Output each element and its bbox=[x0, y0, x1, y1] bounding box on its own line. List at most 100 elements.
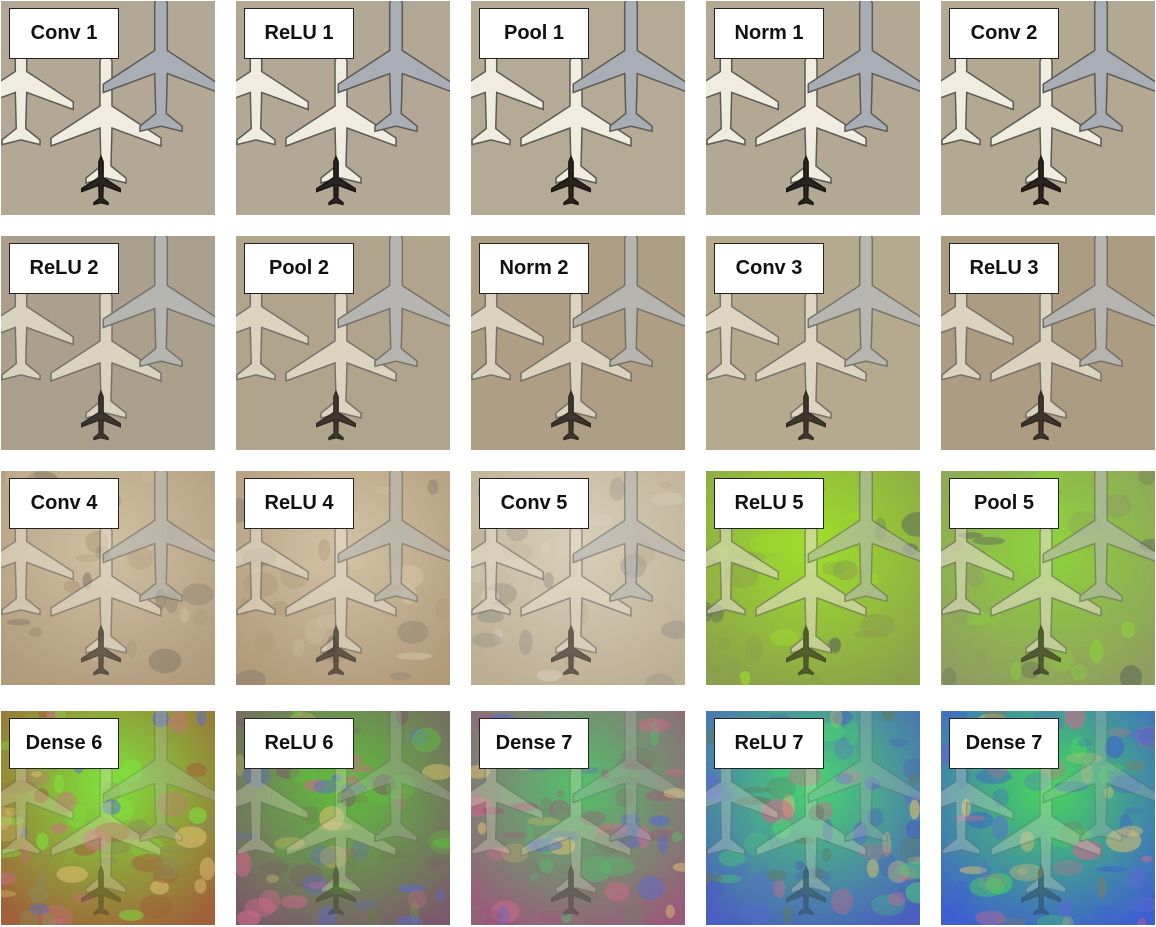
texture-blotch bbox=[236, 831, 260, 842]
layer-label: Dense 7 bbox=[949, 718, 1059, 769]
texture-blotch bbox=[841, 769, 862, 784]
texture-blotch bbox=[352, 727, 361, 734]
texture-blotch bbox=[102, 799, 121, 815]
airplane-shape bbox=[807, 1, 920, 133]
texture-blotch bbox=[909, 799, 920, 820]
airplane-shape bbox=[337, 1, 450, 133]
texture-blotch bbox=[773, 879, 786, 899]
texture-blotch bbox=[794, 837, 816, 845]
texture-blotch bbox=[395, 785, 407, 811]
texture-blotch bbox=[797, 891, 808, 907]
layer-label: ReLU 4 bbox=[244, 478, 354, 529]
texture-blotch bbox=[976, 650, 987, 670]
texture-blotch bbox=[527, 838, 563, 852]
texture-blotch bbox=[1077, 738, 1093, 748]
texture-blotch bbox=[829, 637, 842, 654]
texture-blotch bbox=[910, 835, 920, 845]
texture-blotch bbox=[853, 821, 868, 845]
texture-blotch bbox=[354, 899, 378, 911]
texture-blotch bbox=[159, 845, 188, 854]
texture-blotch bbox=[536, 669, 562, 682]
texture-blotch bbox=[558, 919, 587, 925]
texture-blotch bbox=[905, 882, 920, 904]
texture-blotch bbox=[867, 808, 884, 827]
texture-blotch bbox=[665, 904, 675, 919]
texture-blotch bbox=[881, 711, 896, 722]
texture-blotch bbox=[157, 791, 188, 817]
texture-blotch bbox=[319, 805, 345, 831]
texture-blotch bbox=[120, 759, 142, 783]
texture-blotch bbox=[1064, 711, 1086, 730]
texture-blotch bbox=[975, 768, 1012, 785]
texture-blotch bbox=[492, 628, 504, 642]
airplane-shape bbox=[1021, 154, 1061, 206]
texture-blotch bbox=[501, 843, 529, 863]
texture-blotch bbox=[853, 630, 878, 638]
texture-blotch bbox=[66, 804, 87, 828]
texture-blotch bbox=[882, 831, 892, 857]
airplane-shape bbox=[520, 753, 632, 894]
texture-blotch bbox=[901, 512, 920, 537]
texture-blotch bbox=[579, 856, 611, 883]
layer-label: Pool 1 bbox=[479, 8, 589, 59]
airplane-shape bbox=[102, 471, 215, 603]
texture-blotch bbox=[237, 910, 261, 925]
airplane-shape bbox=[337, 711, 450, 843]
texture-blotch bbox=[1138, 471, 1155, 486]
texture-blotch bbox=[1120, 665, 1142, 685]
texture-blotch bbox=[831, 888, 854, 915]
texture-blotch bbox=[810, 674, 822, 682]
layer-label: ReLU 1 bbox=[244, 8, 354, 59]
texture-blotch bbox=[280, 895, 308, 909]
texture-blotch bbox=[5, 807, 17, 816]
texture-blotch bbox=[396, 652, 432, 660]
layer-tile: Dense 6 bbox=[1, 711, 215, 925]
texture-blotch bbox=[969, 876, 1005, 897]
airplane-shape bbox=[786, 154, 826, 206]
airplane-shape bbox=[316, 154, 356, 206]
texture-blotch bbox=[21, 841, 30, 866]
texture-blotch bbox=[706, 874, 724, 883]
texture-blotch bbox=[411, 727, 441, 753]
texture-blotch bbox=[766, 869, 787, 882]
texture-blotch bbox=[292, 711, 302, 716]
texture-blotch bbox=[409, 900, 420, 924]
layer-tile: Conv 4 bbox=[1, 471, 215, 685]
texture-blotch bbox=[259, 889, 281, 914]
texture-blotch bbox=[832, 711, 853, 725]
texture-blotch bbox=[651, 492, 684, 506]
layer-tile: Dense 7 bbox=[941, 711, 1155, 925]
texture-blotch bbox=[139, 894, 172, 919]
texture-blotch bbox=[620, 813, 641, 825]
texture-blotch bbox=[152, 711, 169, 728]
texture-blotch bbox=[745, 636, 763, 662]
texture-blotch bbox=[196, 711, 207, 727]
airplane-shape bbox=[551, 864, 591, 916]
texture-blotch bbox=[908, 773, 920, 785]
texture-blotch bbox=[54, 711, 66, 721]
airplane-shape bbox=[316, 864, 356, 916]
texture-blotch bbox=[615, 787, 634, 808]
texture-blotch bbox=[560, 912, 572, 923]
texture-blotch bbox=[56, 866, 88, 883]
texture-blotch bbox=[889, 738, 908, 747]
texture-blotch bbox=[72, 893, 93, 904]
texture-blotch bbox=[317, 538, 331, 561]
texture-blotch bbox=[317, 905, 337, 925]
airplane-shape bbox=[990, 278, 1102, 419]
texture-blotch bbox=[131, 853, 164, 873]
airplane-shape bbox=[807, 471, 920, 603]
texture-blotch bbox=[1100, 764, 1124, 771]
airplane-shape bbox=[50, 513, 162, 654]
texture-blotch bbox=[706, 881, 725, 899]
texture-blotch bbox=[1020, 831, 1035, 852]
texture-blotch bbox=[556, 789, 565, 798]
airplane-shape bbox=[285, 43, 397, 184]
texture-blotch bbox=[471, 565, 486, 583]
texture-blotch bbox=[1062, 915, 1074, 925]
texture-blotch bbox=[899, 837, 919, 862]
texture-blotch bbox=[857, 842, 892, 860]
texture-blotch bbox=[519, 629, 533, 656]
layer-label: Norm 1 bbox=[714, 8, 824, 59]
texture-blotch bbox=[340, 788, 356, 807]
